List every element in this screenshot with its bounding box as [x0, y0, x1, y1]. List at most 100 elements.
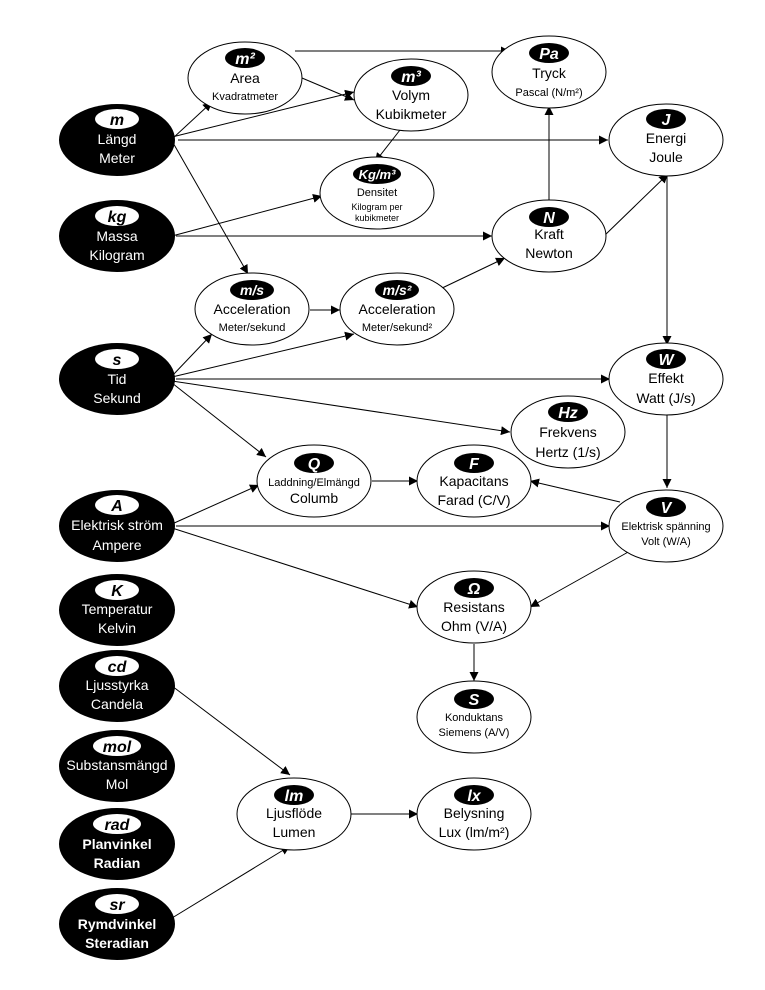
- unit-symbol: J: [662, 112, 672, 129]
- node-Hz: Hz Frekvens Hertz (1/s): [510, 395, 626, 469]
- quantity-name: Tid: [108, 371, 127, 387]
- unit-symbol: m/s: [240, 282, 264, 298]
- symbol-badge: [95, 495, 139, 515]
- quantity-name: Elektrisk spänning: [621, 521, 710, 533]
- unit-name: Meter: [99, 150, 135, 166]
- node-Pa: Pa Tryck Pascal (N/m²): [491, 35, 607, 109]
- unit-name: Meter/sekund²: [362, 322, 433, 334]
- unit-symbol: cd: [108, 659, 128, 676]
- symbol-badge: [95, 656, 139, 676]
- edge-a-ohm: [171, 527, 419, 609]
- unit-name: Hertz (1/s): [535, 444, 600, 460]
- symbol-badge: [646, 349, 686, 369]
- symbol-badge: [375, 280, 419, 300]
- symbol-badge: [646, 109, 686, 129]
- unit-name: Kilogram per: [351, 202, 402, 212]
- node-rad: rad Planvinkel Radian: [59, 808, 175, 880]
- unit-name: Kilogram: [89, 247, 144, 263]
- node-F: F Kapacitans Farad (C/V): [416, 444, 532, 518]
- unit-symbol: N: [543, 210, 555, 227]
- symbol-badge: [646, 497, 686, 517]
- symbol-badge: [95, 206, 139, 226]
- unit-symbol: Pa: [539, 46, 559, 63]
- symbol-badge: [548, 402, 588, 422]
- node-kg: kg Massa Kilogram: [59, 200, 175, 272]
- node-N: N Kraft Newton: [491, 199, 607, 273]
- edge-s-q: [171, 382, 267, 458]
- unit-symbol: m/s²: [383, 282, 412, 298]
- edge-v-f: [529, 478, 621, 503]
- unit-name: Ampere: [92, 537, 141, 553]
- quantity-name: Konduktans: [445, 712, 504, 724]
- unit-symbol: A: [110, 498, 123, 515]
- node-A: A Elektrisk ström Ampere: [59, 490, 175, 562]
- unit-name-cont: kubikmeter: [355, 213, 399, 223]
- unit-name: Radian: [94, 855, 141, 871]
- unit-name: Sekund: [93, 390, 140, 406]
- edge-s-ms: [171, 333, 213, 377]
- unit-symbol: m: [110, 112, 124, 129]
- unit-name: Joule: [649, 149, 683, 165]
- unit-name: Kvadratmeter: [212, 91, 278, 103]
- quantity-name: Energi: [646, 130, 686, 146]
- quantity-name: Acceleration: [213, 301, 290, 317]
- unit-name: Columb: [290, 490, 338, 506]
- unit-symbol: V: [661, 500, 673, 517]
- edge-kg-kgm3: [171, 193, 323, 237]
- node-lm: lm Ljusflöde Lumen: [236, 777, 352, 851]
- unit-symbol: Kg/m³: [359, 167, 397, 182]
- unit-symbol: m³: [401, 69, 421, 86]
- unit-symbol: F: [469, 456, 480, 473]
- symbol-badge: [454, 689, 494, 709]
- quantity-name: Substansmängd: [66, 757, 167, 773]
- symbol-badge: [93, 814, 141, 834]
- quantity-name: Massa: [96, 228, 137, 244]
- node-Ohm: Ω Resistans Ohm (V/A): [416, 570, 532, 644]
- unit-symbol: rad: [105, 817, 131, 834]
- node-ms2: m/s² Acceleration Meter/sekund²: [339, 272, 455, 346]
- unit-symbol: m²: [235, 51, 255, 68]
- quantity-name: Längd: [98, 131, 137, 147]
- node-kgm3: Kg/m³ Densitet Kilogram per kubikmeter: [319, 156, 435, 230]
- node-m: m Längd Meter: [59, 104, 175, 176]
- node-K: K Temperatur Kelvin: [59, 574, 175, 646]
- symbol-badge: [454, 578, 494, 598]
- node-Q: Q Laddning/Elmängd Columb: [256, 444, 372, 518]
- unit-name: Pascal (N/m²): [515, 87, 582, 99]
- symbol-badge: [93, 736, 141, 756]
- edge-s-hz: [171, 380, 511, 436]
- node-J: J Energi Joule: [608, 103, 724, 177]
- unit-symbol: Hz: [558, 405, 578, 422]
- quantity-name: Frekvens: [539, 424, 597, 440]
- unit-symbol: lm: [285, 788, 304, 805]
- edge-ms2-n: [437, 257, 506, 291]
- quantity-name: Acceleration: [358, 301, 435, 317]
- symbol-badge: [294, 453, 334, 473]
- quantity-name: Kapacitans: [439, 473, 508, 489]
- quantity-name: Volym: [392, 87, 430, 103]
- unit-name: Farad (C/V): [437, 492, 510, 508]
- node-sr: sr Rymdvinkel Steradian: [59, 888, 175, 960]
- symbol-badge: [454, 453, 494, 473]
- node-lx: lx Belysning Lux (lm/m²): [416, 777, 532, 851]
- symbol-badge: [95, 349, 139, 369]
- unit-symbol: kg: [108, 209, 127, 226]
- unit-name: Siemens (A/V): [439, 727, 510, 739]
- edge-sr-lm: [171, 845, 291, 919]
- edge-m-m2: [171, 101, 213, 140]
- unit-name: Lumen: [273, 824, 316, 840]
- quantity-name: Ljusstyrka: [85, 677, 148, 693]
- unit-symbol: Q: [308, 456, 321, 473]
- node-cd: cd Ljusstyrka Candela: [59, 650, 175, 722]
- unit-symbol: sr: [109, 897, 125, 914]
- unit-name: Meter/sekund: [219, 322, 286, 334]
- quantity-name: Densitet: [357, 187, 397, 199]
- node-V: V Elektrisk spänning Volt (W/A): [608, 489, 724, 563]
- quantity-name: Rymdvinkel: [78, 916, 157, 932]
- unit-name: Newton: [525, 245, 572, 261]
- symbol-badge: [225, 48, 265, 68]
- symbol-badge: [353, 164, 401, 184]
- edge-n-j: [603, 173, 669, 237]
- symbol-badge: [391, 66, 431, 86]
